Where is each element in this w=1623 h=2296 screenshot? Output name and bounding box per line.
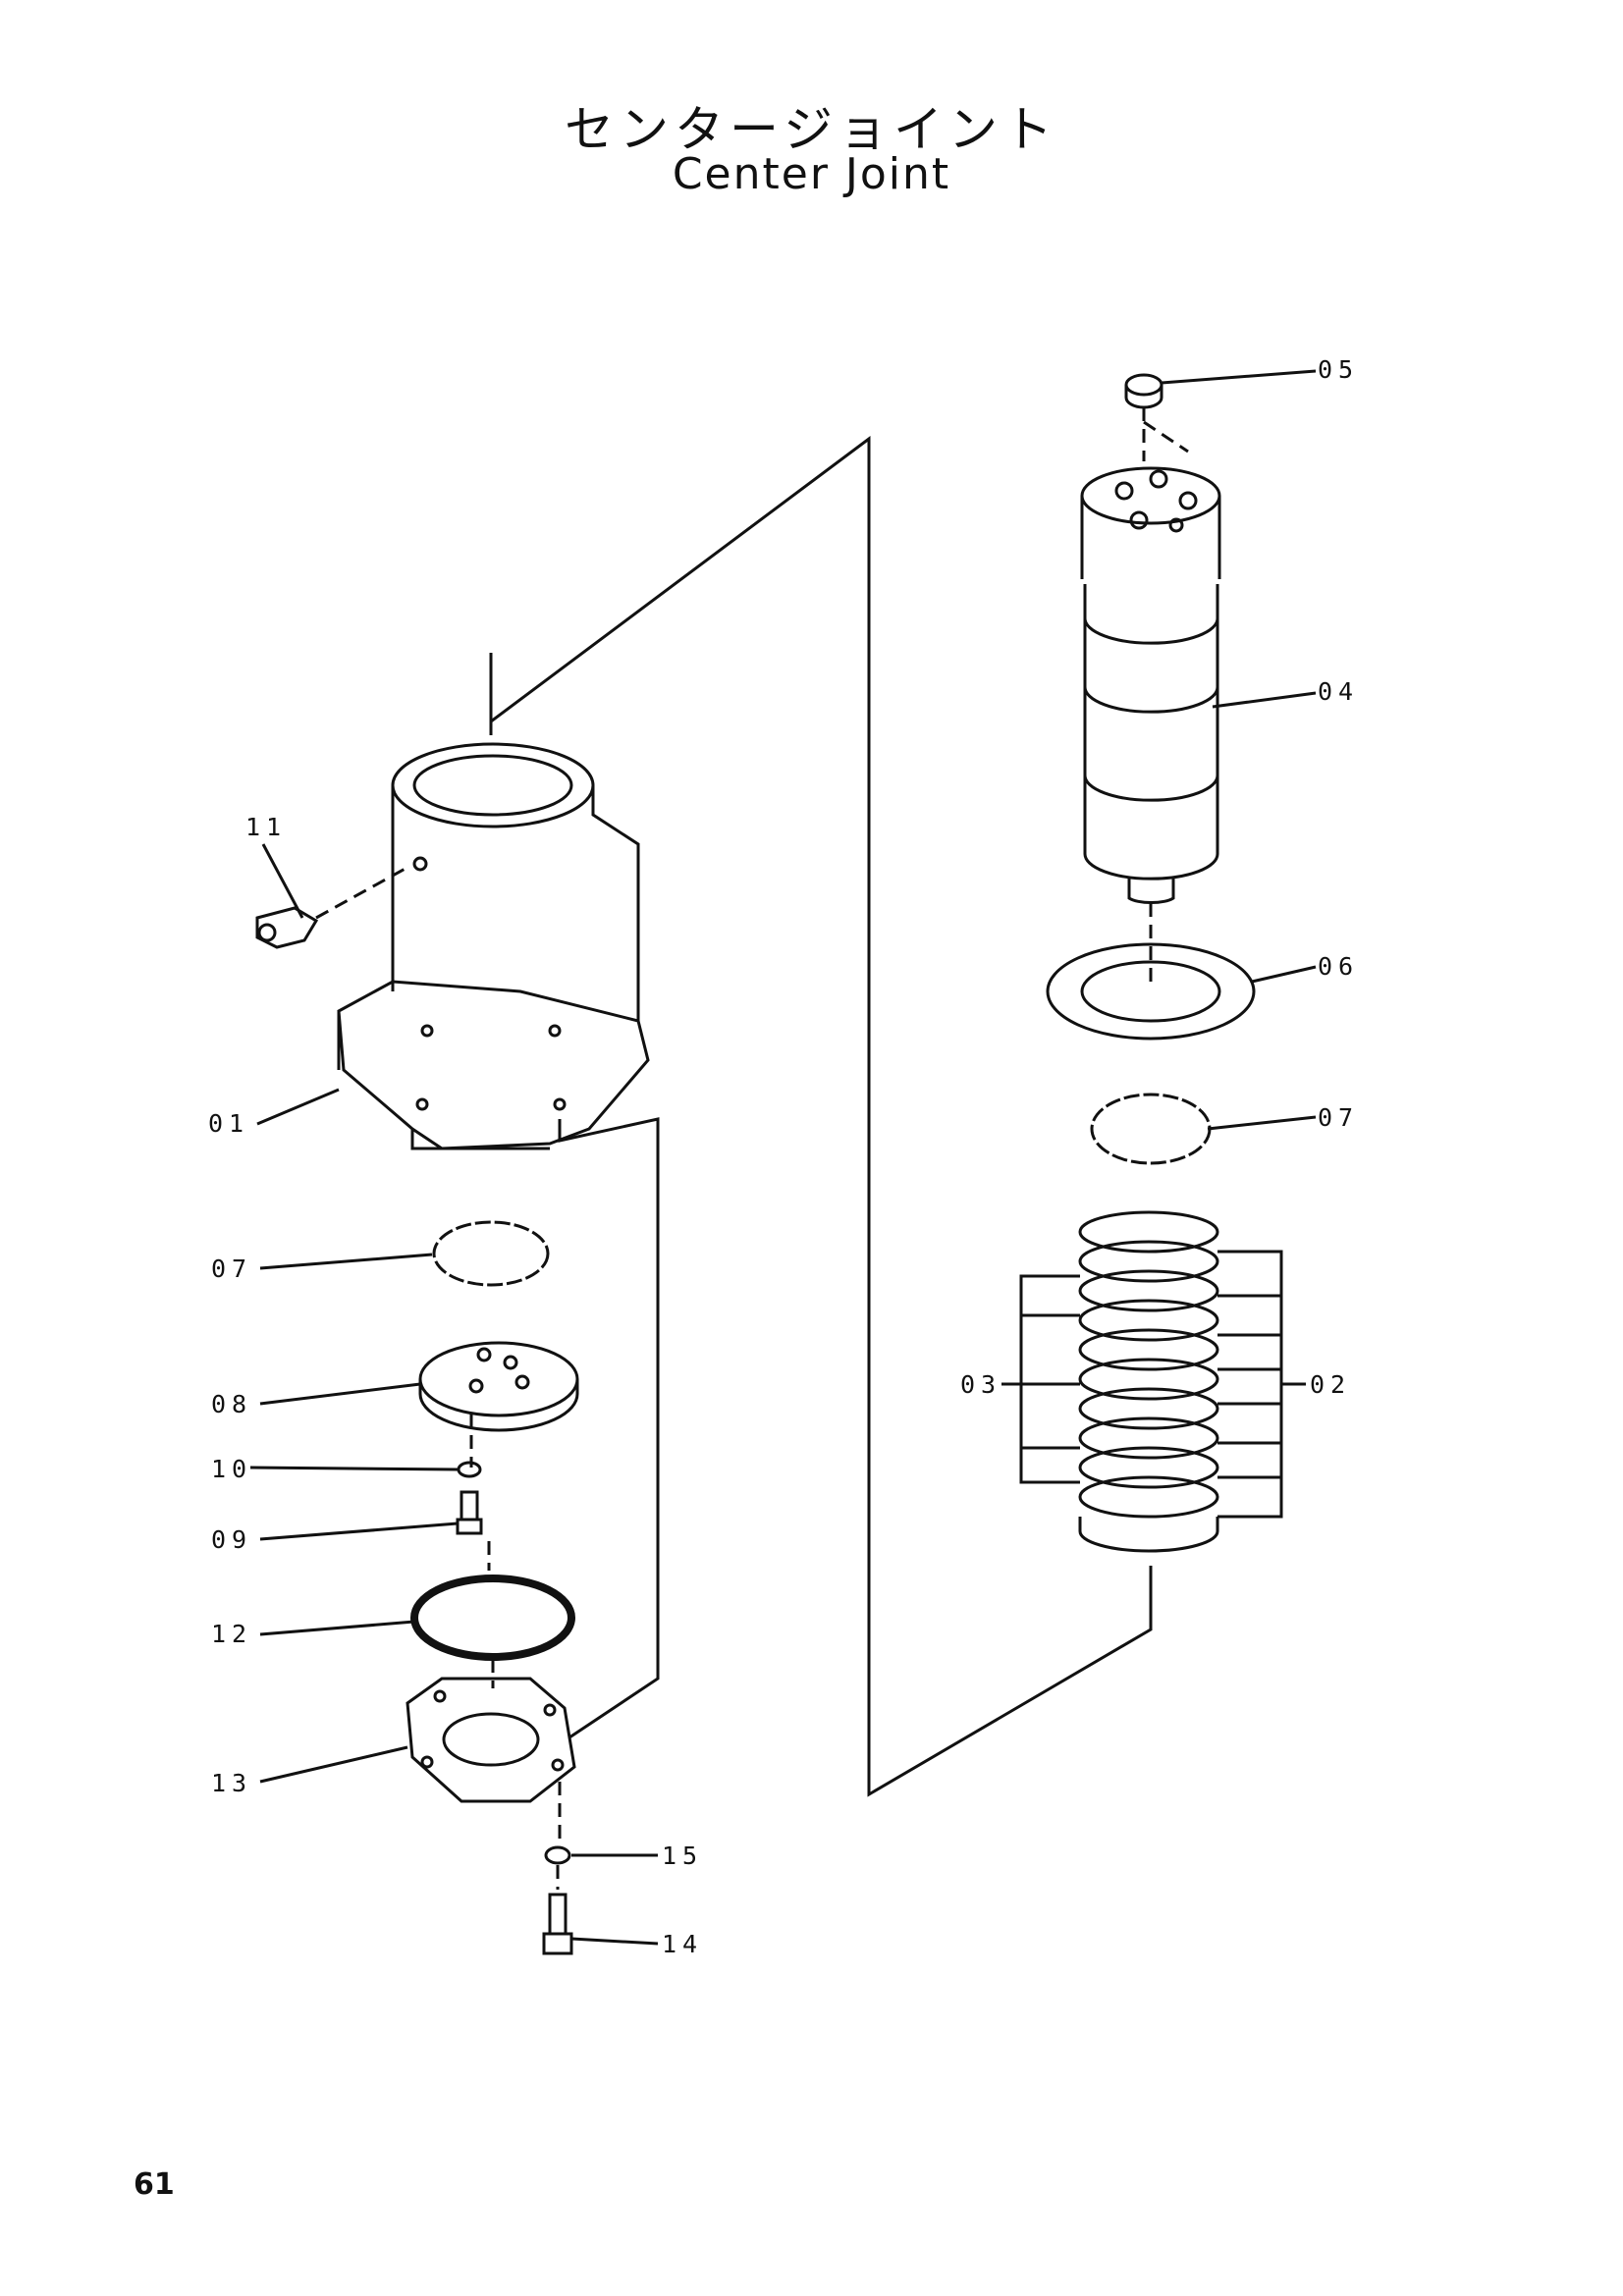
assembly-line-lower xyxy=(558,1117,660,1739)
washer-part-10 xyxy=(457,1461,482,1478)
bolt-part-09 xyxy=(456,1490,483,1535)
callout-01: 01 xyxy=(208,1109,250,1138)
callout-02: 02 xyxy=(1310,1370,1352,1399)
bolt-part-14 xyxy=(542,1893,573,1955)
washer-part-15 xyxy=(544,1845,571,1865)
diagram-title-japanese: センタージョイント xyxy=(565,101,1058,158)
cover-part-13 xyxy=(406,1677,576,1803)
diagram-title-english: Center Joint xyxy=(672,149,951,199)
spindle-part-04 xyxy=(1080,466,1221,905)
ball-bearing-ring-left xyxy=(432,1220,550,1287)
page-number: 61 xyxy=(134,2167,175,2202)
callout-03: 03 xyxy=(960,1370,1002,1399)
seal-part-06 xyxy=(1046,942,1256,1041)
callout-13: 13 xyxy=(211,1769,253,1797)
housing-part-01 xyxy=(337,742,650,1150)
callout-15: 15 xyxy=(662,1842,704,1870)
callout-08: 08 xyxy=(211,1390,253,1418)
plug-part-05 xyxy=(1124,373,1189,461)
plate-part-08 xyxy=(418,1341,579,1432)
elbow-fitting-part-11 xyxy=(255,864,411,949)
callout-09: 09 xyxy=(211,1525,253,1554)
callout-07-right: 07 xyxy=(1318,1103,1360,1132)
callout-07-left: 07 xyxy=(211,1255,253,1283)
callout-06: 06 xyxy=(1318,952,1360,981)
callout-05: 05 xyxy=(1318,355,1360,384)
seal-ring-stack-parts-02-03 xyxy=(1019,1210,1283,1553)
ball-bearing-ring-right xyxy=(1090,1093,1212,1165)
callout-04: 04 xyxy=(1318,677,1360,706)
callout-12: 12 xyxy=(211,1620,253,1648)
o-ring-part-12 xyxy=(410,1575,575,1661)
assembly-line-main xyxy=(489,436,1153,1797)
callout-11: 11 xyxy=(245,813,288,841)
callout-14: 14 xyxy=(662,1930,704,1958)
callout-10: 10 xyxy=(211,1455,253,1483)
